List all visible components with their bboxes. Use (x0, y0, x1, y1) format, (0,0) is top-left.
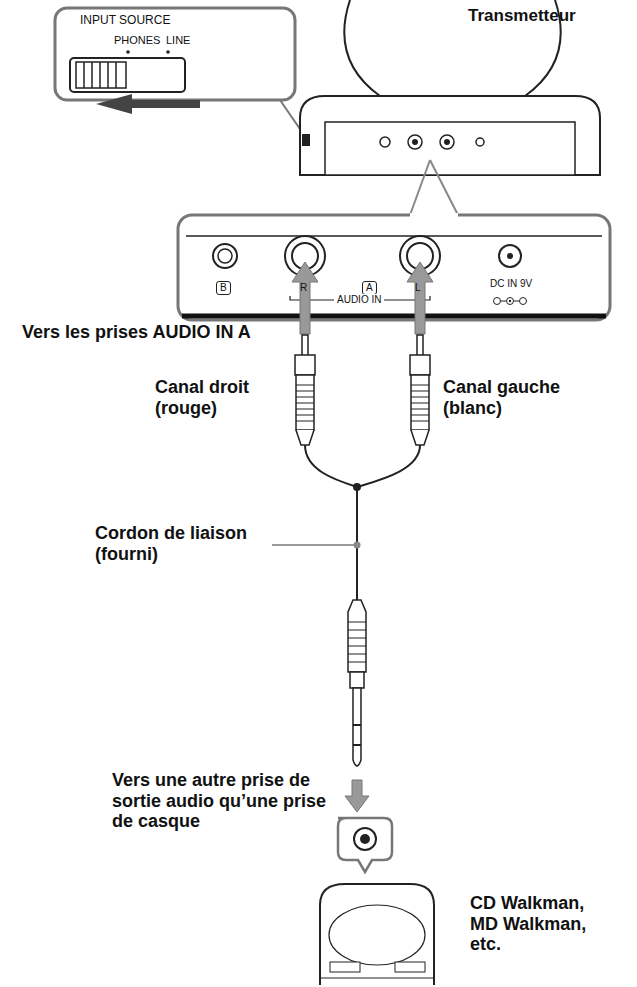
jack-label: B (216, 281, 231, 295)
jack-label: L (415, 282, 421, 294)
jack-label: DC IN 9V (490, 278, 532, 290)
jack-label: A (362, 281, 377, 295)
switch-position: LINE (166, 34, 190, 47)
jack-group-label: AUDIO IN (334, 294, 384, 306)
switch-position: PHONES (114, 34, 160, 47)
jack-label: R (300, 282, 307, 294)
device-name: CD Walkman, MD Walkman, etc. (470, 893, 610, 955)
cord-label: Cordon de liaison (fourni) (95, 523, 285, 564)
channel-label: Canal droit (rouge) (155, 377, 285, 418)
channel-label: Canal gauche (blanc) (443, 377, 593, 418)
callout-text: Vers une autre prise de sortie audio qu’… (112, 770, 330, 832)
callout-text: Vers les prises AUDIO IN A (22, 322, 251, 343)
device-name: Transmetteur (468, 6, 576, 26)
switch-label: INPUT SOURCE (80, 14, 170, 28)
